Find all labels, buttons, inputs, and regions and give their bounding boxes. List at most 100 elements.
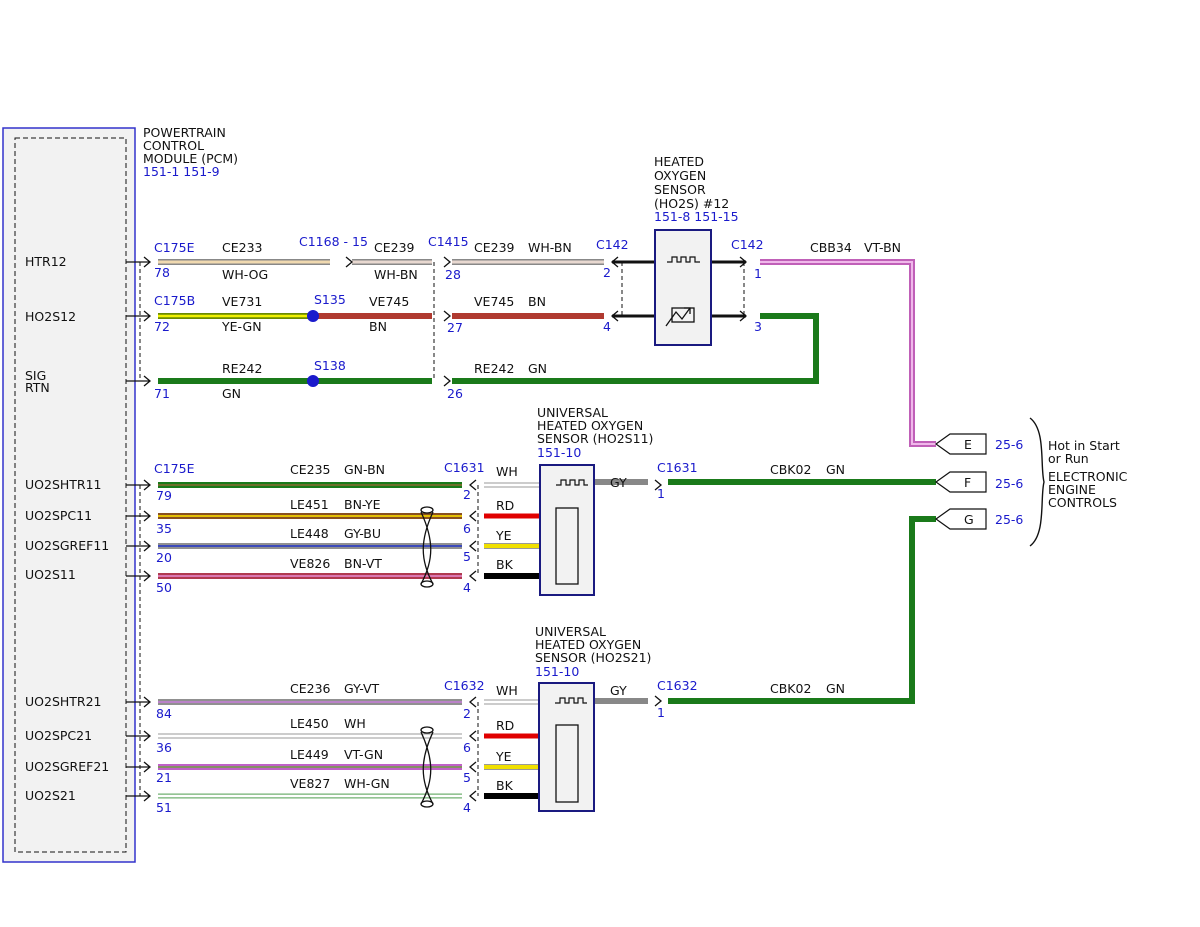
- pigtail-bk-21: BK: [496, 778, 514, 793]
- color-bn-vt: BN-VT: [344, 556, 382, 571]
- color-wh-gn: WH-GN: [344, 776, 390, 791]
- pigtail-ye-21: YE: [495, 749, 512, 764]
- pin-4-c1632: 4: [463, 800, 471, 815]
- circuit-cbk02-g: CBK02: [770, 681, 811, 696]
- connector-c1415: C1415: [428, 234, 469, 249]
- pcm-pin-uo2s21: UO2S21: [25, 788, 76, 803]
- chevron-c1415-sig: [443, 375, 452, 387]
- pin-6-c1632: 6: [463, 740, 471, 755]
- pcm-refs: 151-1 151-9: [143, 164, 220, 179]
- eec-ref-g: 25-6: [995, 512, 1023, 527]
- eec-note-line1: Hot in Start: [1048, 438, 1120, 453]
- uho2s21-title-line2: HEATED OXYGEN: [535, 637, 641, 652]
- uho2s11-pigtails: [484, 479, 648, 579]
- circuit-ve826: VE826: [290, 556, 330, 571]
- pin-5-c1631: 5: [463, 549, 471, 564]
- twisted-pair-21-icon: [420, 726, 434, 808]
- pcm-pin-sig: SIG: [25, 368, 46, 383]
- heater-element-icon: [667, 256, 700, 263]
- circuit-le449: LE449: [290, 747, 329, 762]
- pin-5-c1632: 5: [463, 770, 471, 785]
- color-gn-f: GN: [826, 462, 845, 477]
- pcm-pin-htr12: HTR12: [25, 254, 67, 269]
- chevrons-c1631: [468, 479, 663, 582]
- eec-ref-f: 25-6: [995, 476, 1023, 491]
- circuit-le451: LE451: [290, 497, 329, 512]
- wire-re242-return: [452, 313, 819, 384]
- pcm-pin-uo2spc11: UO2SPC11: [25, 508, 92, 523]
- pin-20: 20: [156, 550, 172, 565]
- twisted-pair-11-icon: [420, 506, 434, 588]
- eec-title-line1: ELECTRONIC: [1048, 469, 1128, 484]
- eec-brace: [1029, 417, 1045, 547]
- eec-title-line3: CONTROLS: [1048, 495, 1117, 510]
- circuit-ve827: VE827: [290, 776, 330, 791]
- color-ye-gn: YE-GN: [221, 319, 262, 334]
- pcm-pin-uo2sgref11: UO2SGREF11: [25, 538, 109, 553]
- uho2s21-sensor: [538, 682, 595, 812]
- pin-3-c142: 3: [754, 319, 762, 334]
- circuit-ve731: VE731: [222, 294, 262, 309]
- color-gn-b: GN: [528, 361, 547, 376]
- color-vt-bn: VT-BN: [864, 240, 901, 255]
- pigtail-rd-11: RD: [496, 498, 514, 513]
- eec-pin-e-tag: [934, 433, 987, 455]
- uho2s21-pigtails: [484, 698, 648, 799]
- pcm-pin-uo2s11: UO2S11: [25, 567, 76, 582]
- pcm-pin-rtn: RTN: [25, 380, 50, 395]
- pin-51: 51: [156, 800, 172, 815]
- color-vt-gn: VT-GN: [344, 747, 383, 762]
- pin-26: 26: [447, 386, 463, 401]
- connector-c1168: C1168 - 15: [299, 234, 368, 249]
- circuit-ce235: CE235: [290, 462, 331, 477]
- pigtail-rd-21: RD: [496, 718, 514, 733]
- eec-title-line2: ENGINE: [1048, 482, 1096, 497]
- color-bn-ye: BN-YE: [344, 497, 381, 512]
- wire-cbb34: [760, 259, 936, 447]
- splice-s135-label: S135: [314, 292, 346, 307]
- color-bn-a: BN: [369, 319, 387, 334]
- connector-c1631-right: C1631: [657, 460, 698, 475]
- pcm-module: POWERTRAIN CONTROL MODULE (PCM) 151-1 15…: [2, 125, 238, 863]
- uho2s21-refs: 151-10: [535, 664, 579, 679]
- pcm-pin-uo2shtr11: UO2SHTR11: [25, 477, 102, 492]
- connector-c175e-top: C175E: [154, 240, 195, 255]
- circuit-cbk02-f: CBK02: [770, 462, 811, 477]
- color-gy-vt: GY-VT: [344, 681, 380, 696]
- pin-50: 50: [156, 580, 172, 595]
- eec-note-line2: or Run: [1048, 451, 1089, 466]
- eec-pin-g-tag: [934, 508, 987, 530]
- pigtail-gy-21: GY: [610, 683, 627, 698]
- pcm-pin-uo2shtr21: UO2SHTR21: [25, 694, 102, 709]
- color-gn-g: GN: [826, 681, 845, 696]
- eec-pin-f: F: [964, 475, 971, 490]
- pin-79: 79: [156, 488, 172, 503]
- uho2s21-title-line3: SENSOR (HO2S21): [535, 650, 651, 665]
- pin-28: 28: [445, 267, 461, 282]
- connector-c1631-left: C1631: [444, 460, 485, 475]
- circuit-ce239-a: CE239: [374, 240, 415, 255]
- pigtail-wh-21: WH: [496, 683, 518, 698]
- pin-27: 27: [447, 320, 463, 335]
- pin-1-c1632: 1: [657, 705, 665, 720]
- pin-1-c1631: 1: [657, 486, 665, 501]
- pin-35: 35: [156, 521, 172, 536]
- circuit-ce233: CE233: [222, 240, 263, 255]
- eec-pin-e: E: [964, 437, 972, 452]
- pcm-connector-chevrons: [143, 256, 152, 802]
- connector-c175b: C175B: [154, 293, 195, 308]
- eec-pin-g: G: [964, 512, 974, 527]
- uho2s21-title-line1: UNIVERSAL: [535, 624, 606, 639]
- connector-c142-left: C142: [596, 237, 629, 252]
- pigtail-wh-11: WH: [496, 464, 518, 479]
- circuit-ve745-b: VE745: [474, 294, 514, 309]
- pin-2-c1631: 2: [463, 487, 471, 502]
- pcm-leads: [126, 261, 150, 797]
- pcm-pin-uo2sgref21: UO2SGREF21: [25, 759, 109, 774]
- pigtail-bk-11: BK: [496, 557, 514, 572]
- connector-c1632-right: C1632: [657, 678, 698, 693]
- pcm-title-line3: MODULE (PCM): [143, 151, 238, 166]
- ho2s12-title-line2: OXYGEN: [654, 168, 706, 183]
- ho2s12-sensor: [654, 229, 712, 346]
